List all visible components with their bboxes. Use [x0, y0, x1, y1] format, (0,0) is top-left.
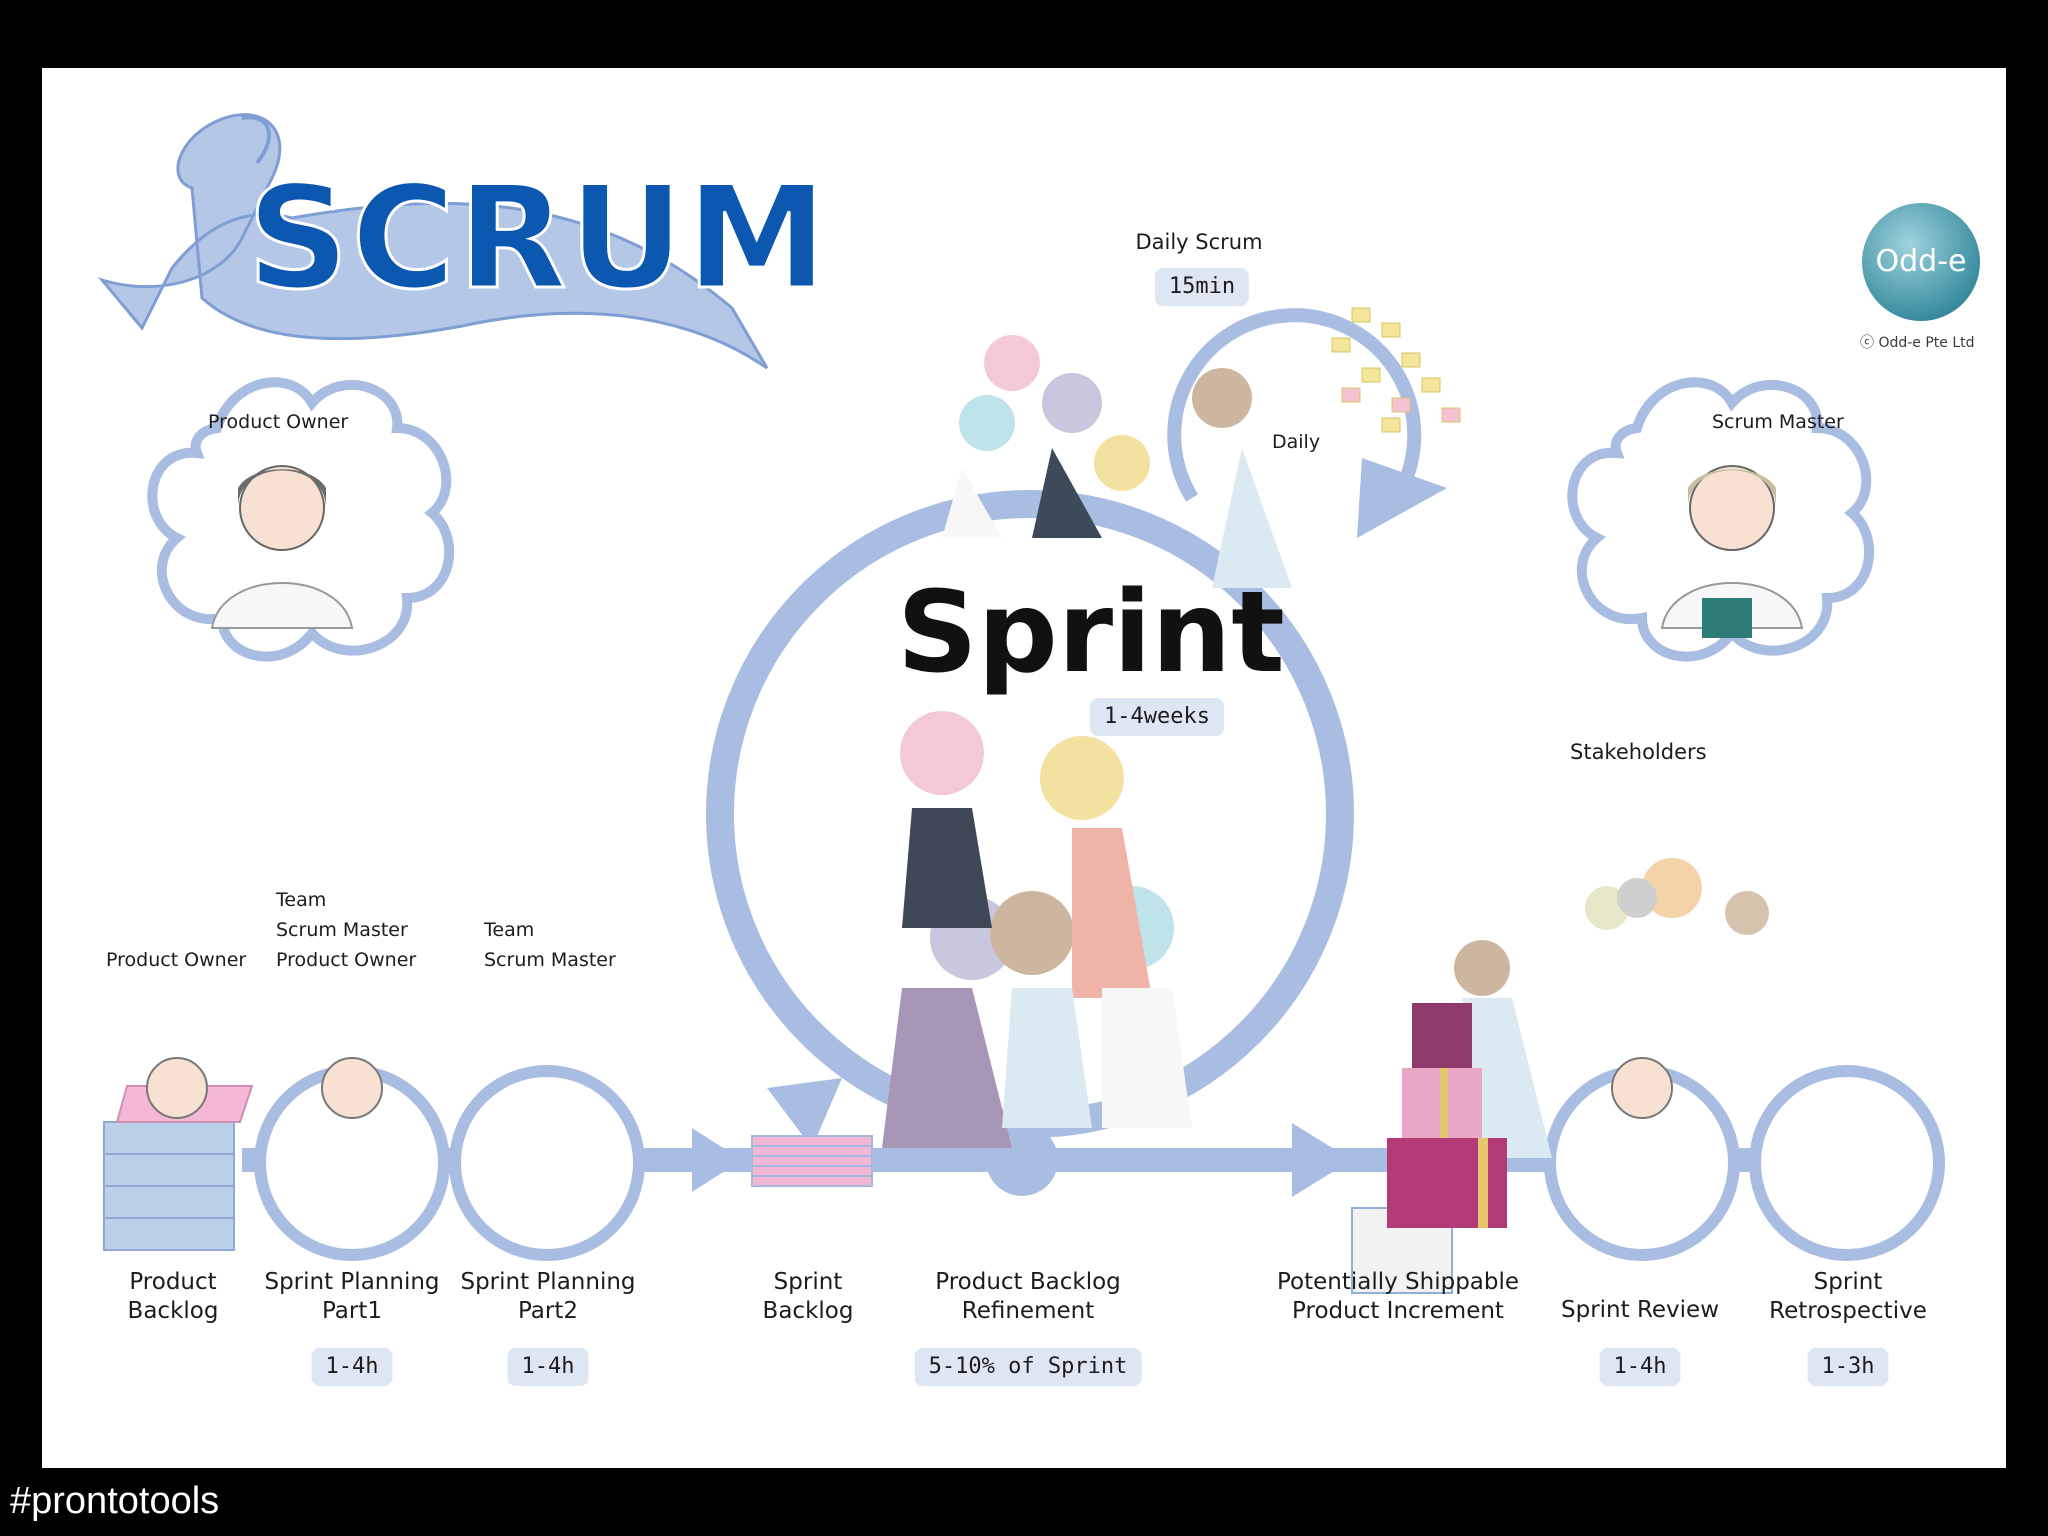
daily-scrum-label: Daily Scrum [1135, 230, 1263, 254]
sprint-planning-part1-label-line2: Part1 [321, 1298, 383, 1324]
sprint-planning-part2-label-line2: Part2 [517, 1298, 579, 1324]
product-backlog-refinement-label-line1: Product Backlog [935, 1269, 1121, 1295]
product-increment-label-line2: Product Increment [1292, 1298, 1504, 1324]
planning1-participant-product-owner: Product Owner [276, 949, 417, 971]
scrum-master-role-label: Scrum Master [1712, 411, 1844, 433]
product-backlog-stack [103, 1085, 254, 1251]
sprint-review-label-line1: Sprint Review [1560, 1297, 1720, 1323]
sprint-backlog-stack [751, 1135, 873, 1187]
product-backlog-label-line1: Product [129, 1269, 217, 1295]
sprint-backlog-label-line1: Sprint [773, 1269, 843, 1295]
retrospective-circle [1749, 1065, 1945, 1261]
planning2-circle [449, 1065, 645, 1261]
sprint-review-duration: 1-4h [1599, 1348, 1681, 1386]
odde-copyright: ⓒ Odd-e Pte Ltd [1860, 332, 1975, 352]
people-figures [146, 335, 1804, 1158]
product-backlog-refinement-label: Product Backlog Refinement [935, 1268, 1121, 1326]
sprint-planning-part2-label: Sprint Planning Part2 [460, 1268, 635, 1326]
sprint-duration-badge: 1-4weeks [1090, 698, 1224, 736]
odde-logo: Odd-e [1862, 203, 1980, 321]
sprint-planning-part1-label: Sprint Planning Part1 [264, 1268, 439, 1326]
stakeholders-label: Stakeholders [1570, 740, 1707, 764]
product-increment-gifts [1351, 1003, 1507, 1294]
sprint-retrospective-label: Sprint Retrospective [1769, 1268, 1927, 1326]
scrum-ribbon [97, 113, 769, 370]
sprint-retrospective-label-line2: Retrospective [1769, 1298, 1927, 1324]
sprint-backlog-label-line2: Backlog [762, 1298, 854, 1324]
sprint-planning-part2-duration: 1-4h [507, 1348, 589, 1386]
scrum-title: SCRUM [245, 156, 830, 321]
planning1-participant-team: Team [276, 889, 327, 911]
odde-copyright-text: Odd-e Pte Ltd [1878, 335, 1975, 351]
sprint-review-label: Sprint Review [1561, 1296, 1719, 1325]
planning2-participant-scrum-master: Scrum Master [484, 949, 616, 971]
diagram-graphics [97, 113, 1945, 1294]
product-owner-role-label: Product Owner [208, 411, 349, 433]
product-increment-label: Potentially Shippable Product Increment [1277, 1268, 1519, 1326]
planning1-participant-scrum-master: Scrum Master [276, 919, 408, 941]
product-backlog-label-line2: Backlog [127, 1298, 219, 1324]
sprint-planning-part1-duration: 1-4h [311, 1348, 393, 1386]
product-backlog-refinement-label-line2: Refinement [961, 1298, 1095, 1324]
sprint-planning-part2-label-line1: Sprint Planning [460, 1269, 636, 1295]
scrum-diagram: SCRUM Sprint 1-4weeks Odd-e ⓒ Odd-e Pte … [42, 68, 2006, 1468]
sprint-retrospective-duration: 1-3h [1807, 1348, 1889, 1386]
daily-scrum-duration-badge: 15min [1154, 268, 1250, 306]
sprint-planning-part1-label-line1: Sprint Planning [264, 1269, 440, 1295]
sticky-notes [1331, 307, 1461, 433]
daily-board-label: Daily [1272, 431, 1321, 453]
sprint-title: Sprint [897, 568, 1285, 698]
sprint-backlog-label: Sprint Backlog [763, 1268, 854, 1326]
product-increment-label-line1: Potentially Shippable [1276, 1269, 1520, 1295]
planning2-participant-team: Team [484, 919, 535, 941]
daily-scrum-cycle-arrow [1167, 307, 1461, 538]
product-backlog-label: Product Backlog [128, 1268, 219, 1326]
product-backlog-participant: Product Owner [106, 949, 247, 971]
product-backlog-refinement-duration: 5-10% of Sprint [914, 1348, 1142, 1386]
copyright-icon: ⓒ [1860, 335, 1874, 351]
footer-hashtag: #prontotools [10, 1480, 220, 1522]
sprint-retrospective-label-line1: Sprint [1813, 1269, 1883, 1295]
